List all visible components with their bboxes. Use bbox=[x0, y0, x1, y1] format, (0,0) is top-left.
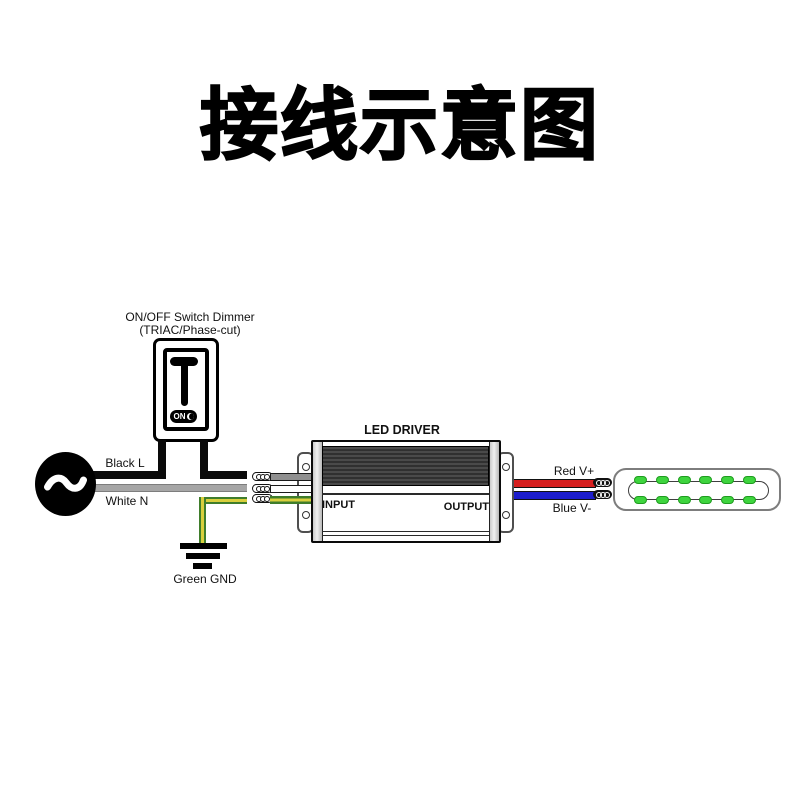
driver-output-label: OUTPUT bbox=[443, 501, 489, 513]
screw-hole-icon bbox=[302, 463, 310, 471]
driver-input-label: INPUT bbox=[322, 499, 355, 511]
driver-endcap-left bbox=[313, 442, 323, 541]
ground-wire-horizontal bbox=[199, 497, 247, 504]
led-chip-icon bbox=[721, 496, 735, 504]
screw-hole-icon bbox=[502, 463, 510, 471]
driver-lead-ground bbox=[270, 496, 318, 504]
live-wire-segment-a bbox=[65, 471, 166, 479]
ground-wire-vertical bbox=[199, 497, 206, 544]
led-chip-icon bbox=[742, 496, 756, 504]
ground-symbol-bar1 bbox=[180, 543, 227, 549]
led-chip-icon bbox=[742, 476, 756, 484]
led-chip-icon bbox=[699, 496, 713, 504]
live-wire-segment-b bbox=[200, 471, 247, 479]
led-chip-icon bbox=[677, 476, 691, 484]
crescent-icon bbox=[186, 413, 194, 420]
wire-connector-icon bbox=[593, 478, 612, 487]
wire-connector-icon bbox=[252, 494, 273, 503]
led-chip-icon bbox=[655, 476, 669, 484]
switch-leg-left bbox=[158, 440, 166, 479]
switch-leg-right bbox=[200, 440, 208, 479]
dimmer-label-line2: (TRIAC/Phase-cut) bbox=[139, 323, 241, 337]
dimmer-on-badge: ON bbox=[170, 410, 197, 423]
dimmer-label-line1: ON/OFF Switch Dimmer bbox=[125, 310, 255, 324]
led-chip-icon bbox=[655, 496, 669, 504]
driver-title: LED DRIVER bbox=[364, 423, 440, 437]
led-chip-icon bbox=[721, 476, 735, 484]
led-row bbox=[634, 476, 756, 484]
led-chip-icon bbox=[677, 496, 691, 504]
screw-hole-icon bbox=[502, 511, 510, 519]
led-chip-icon bbox=[634, 476, 647, 484]
neutral-wire-label: White N bbox=[105, 494, 149, 508]
led-chip-icon bbox=[634, 496, 647, 504]
ground-symbol-bar2 bbox=[186, 553, 220, 559]
driver-divider-line bbox=[322, 493, 489, 495]
screw-hole-icon bbox=[302, 511, 310, 519]
driver-heatsink-fins bbox=[322, 446, 489, 486]
ac-source-icon bbox=[35, 452, 96, 516]
wire-connector-icon bbox=[593, 490, 612, 499]
positive-wire-label: Red V+ bbox=[553, 464, 595, 478]
live-wire-label: Black L bbox=[105, 456, 145, 470]
negative-wire-label: Blue V- bbox=[552, 501, 592, 515]
led-module-circuit-loop bbox=[628, 481, 769, 500]
driver-bottom-ridge bbox=[322, 531, 489, 536]
led-row bbox=[634, 496, 756, 504]
dimmer-slider-track-icon bbox=[181, 359, 188, 406]
page-title: 接线示意图 bbox=[199, 81, 600, 169]
dimmer-on-label: ON bbox=[173, 412, 186, 421]
led-chip-icon bbox=[699, 476, 713, 484]
driver-endcap-right bbox=[489, 442, 499, 541]
ground-wire-label: Green GND bbox=[173, 572, 237, 586]
ground-symbol-bar3 bbox=[193, 563, 212, 569]
ac-wave-icon bbox=[44, 474, 87, 492]
neutral-wire bbox=[65, 484, 247, 492]
